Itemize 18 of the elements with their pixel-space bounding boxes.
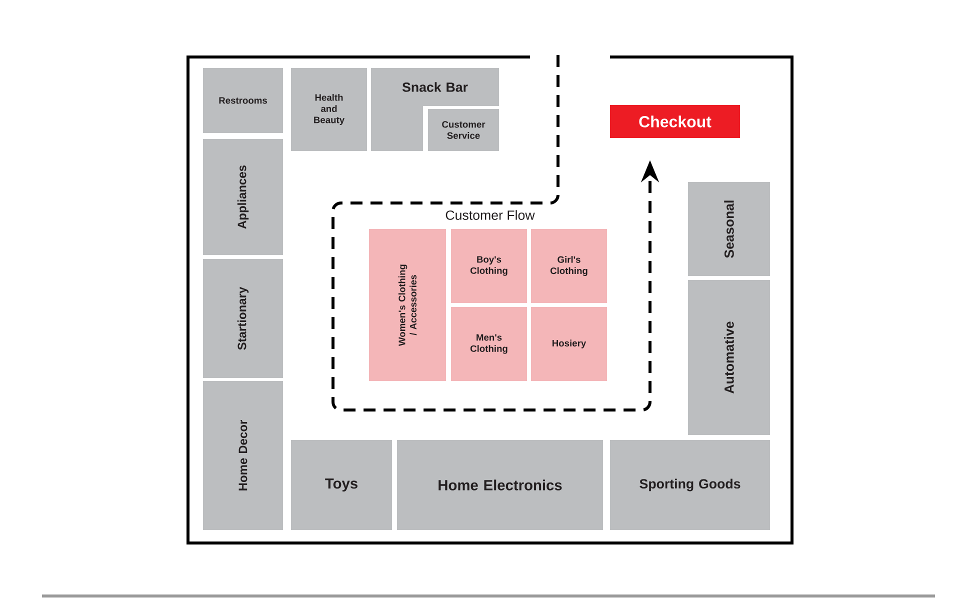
department-box: Sporting Goods bbox=[610, 440, 770, 530]
department-box: Appliances bbox=[203, 139, 283, 255]
checkout-box: Checkout bbox=[610, 105, 740, 138]
department-box: Seasonal bbox=[688, 182, 770, 276]
clothing-department-box: Men's Clothing bbox=[451, 307, 527, 381]
edge-label: Customer Flow bbox=[444, 208, 536, 222]
department-box: Customer Service bbox=[428, 109, 499, 151]
department-box: Health and Beauty bbox=[291, 68, 367, 151]
clothing-department-box: Hosiery bbox=[531, 307, 607, 381]
department-box: Automative bbox=[688, 280, 770, 435]
clothing-department-box: Girl's Clothing bbox=[531, 229, 607, 303]
department-box: Home Electronics bbox=[397, 440, 603, 530]
department-box: Home Decor bbox=[203, 381, 283, 530]
clothing-department-box: Women's Clothing / Accessories bbox=[369, 229, 446, 381]
clothing-department-box: Boy's Clothing bbox=[451, 229, 527, 303]
department-box: Toys bbox=[291, 440, 392, 530]
department-box: Startionary bbox=[203, 259, 283, 378]
department-box: Restrooms bbox=[203, 68, 283, 133]
